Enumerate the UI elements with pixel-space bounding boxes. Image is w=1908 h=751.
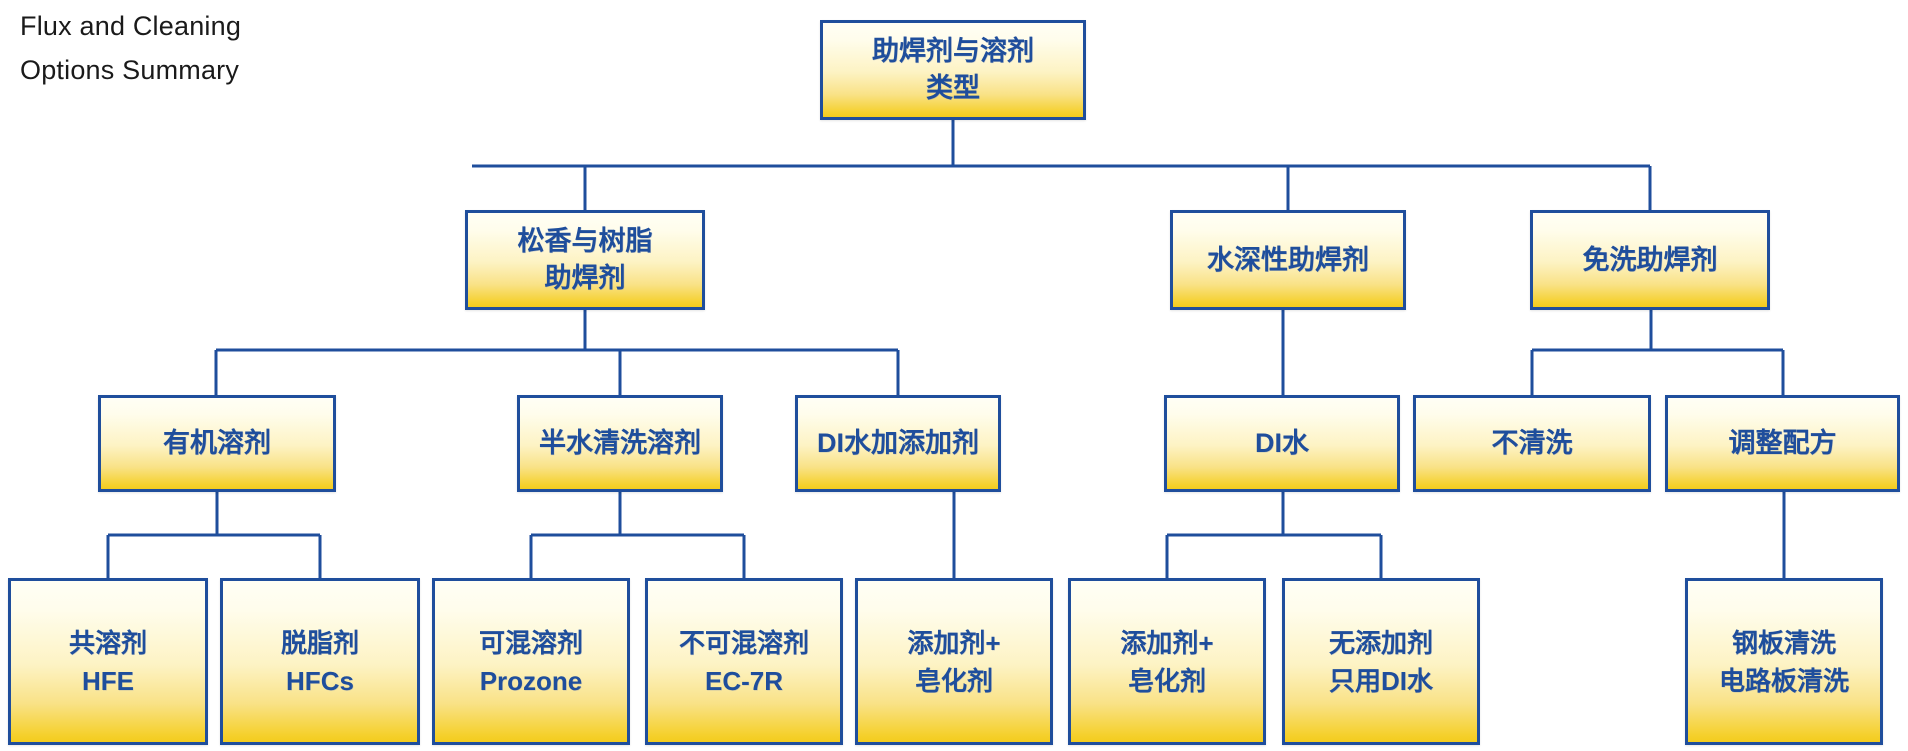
node-organic-solvent[interactable]: 有机溶剂	[98, 395, 336, 492]
node-water-soluble-flux[interactable]: 水深性助焊剂	[1170, 210, 1406, 310]
node-degreaser-hfcs[interactable]: 脱脂剂 HFCs	[220, 578, 420, 745]
node-di-water-with-additive[interactable]: DI水加添加剂	[795, 395, 1001, 492]
node-rosin-resin-flux[interactable]: 松香与树脂 助焊剂	[465, 210, 705, 310]
node-di-water[interactable]: DI水	[1164, 395, 1400, 492]
node-immiscible-ec7r[interactable]: 不可混溶剂 EC-7R	[645, 578, 843, 745]
node-cosolvent-hfe[interactable]: 共溶剂 HFE	[8, 578, 208, 745]
node-adjust-formula[interactable]: 调整配方	[1665, 395, 1900, 492]
node-stencil-pcb-cleaning[interactable]: 钢板清洗 电路板清洗	[1685, 578, 1883, 745]
node-no-additive-di-water-only[interactable]: 无添加剂 只用DI水	[1282, 578, 1480, 745]
node-no-clean-flux[interactable]: 免洗助焊剂	[1530, 210, 1770, 310]
node-additive-saponifier-1[interactable]: 添加剂+ 皂化剂	[855, 578, 1053, 745]
node-no-wash[interactable]: 不清洗	[1413, 395, 1651, 492]
node-miscible-prozone[interactable]: 可混溶剂 Prozone	[432, 578, 630, 745]
node-additive-saponifier-2[interactable]: 添加剂+ 皂化剂	[1068, 578, 1266, 745]
node-semi-aqueous-solvent[interactable]: 半水清洗溶剂	[517, 395, 723, 492]
node-root[interactable]: 助焊剂与溶剂 类型	[820, 20, 1086, 120]
page-title: Flux and Cleaning Options Summary	[20, 11, 242, 85]
